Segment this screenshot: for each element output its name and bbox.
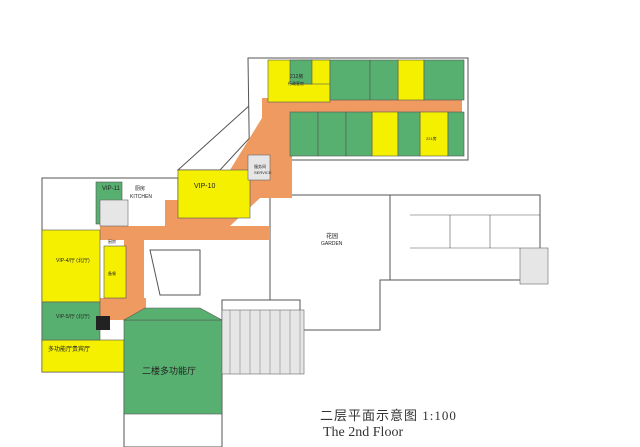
- label-service-cn: 服务间: [254, 163, 266, 169]
- label-vip-4: VIP-4/厅 (北厅): [56, 257, 90, 264]
- room-green-a: [289, 59, 313, 85]
- west-corridor: [100, 226, 270, 240]
- ramp-lines: [229, 310, 301, 374]
- room-green-g: [345, 111, 373, 157]
- label-garden-cn: 花园: [326, 232, 338, 240]
- label-multi-hall: 二楼多功能厅: [142, 365, 196, 376]
- east-wing-outline: [389, 194, 541, 281]
- room-green-h: [397, 111, 421, 157]
- stair-east: [519, 247, 549, 285]
- label-vip-11: VIP-11: [102, 186, 121, 192]
- room-221: [419, 111, 449, 157]
- room-green-e: [289, 111, 319, 157]
- label-multi-lounge: 多功能厅贵宾厅: [48, 345, 90, 353]
- label-small-2: 备餐: [108, 270, 116, 276]
- elevator-shaft: [96, 316, 110, 330]
- room-green-i: [447, 111, 465, 157]
- ramp-block: [221, 309, 305, 375]
- label-kitchen-en: KITCHEN: [130, 194, 152, 200]
- plan-title-en: The 2nd Floor: [323, 425, 404, 440]
- label-small-1: 厨房: [108, 238, 116, 244]
- label-garden-en: GARDEN: [321, 241, 343, 247]
- room-north-yellow-1: [397, 59, 425, 101]
- room-small-yellow: [103, 245, 127, 299]
- room-multi-lounge: [41, 339, 125, 373]
- west-link-corridor: [124, 240, 144, 300]
- label-vip-10: VIP-10: [194, 183, 216, 190]
- room-south-yellow-1: [371, 111, 399, 157]
- room-green-b: [329, 59, 371, 101]
- stair-north: [247, 154, 271, 181]
- east-partitions: [410, 214, 540, 249]
- label-room-212-sub: 行政客房: [288, 80, 304, 86]
- plan-title-cn: 二层平面示意图 1:100: [320, 408, 457, 423]
- room-vip-10: [177, 169, 251, 219]
- label-service-en: SERVICE: [254, 170, 272, 175]
- label-room-221: 221房: [426, 135, 437, 141]
- room-green-d: [423, 59, 465, 101]
- stair-west: [99, 199, 129, 227]
- label-kitchen-cn: 厨房: [135, 185, 145, 192]
- label-room-212: 212房: [290, 73, 303, 80]
- label-vip-5: VIP-5/厅 (北厅): [56, 313, 90, 320]
- hall-roof: [122, 307, 223, 321]
- room-vip-4: [41, 229, 101, 303]
- room-green-f: [317, 111, 347, 157]
- room-green-c: [369, 59, 399, 101]
- corridors: [100, 98, 462, 320]
- room-vip-5: [41, 301, 101, 341]
- diagonal-stair-block: [149, 249, 201, 296]
- multi-function-hall: [123, 319, 223, 415]
